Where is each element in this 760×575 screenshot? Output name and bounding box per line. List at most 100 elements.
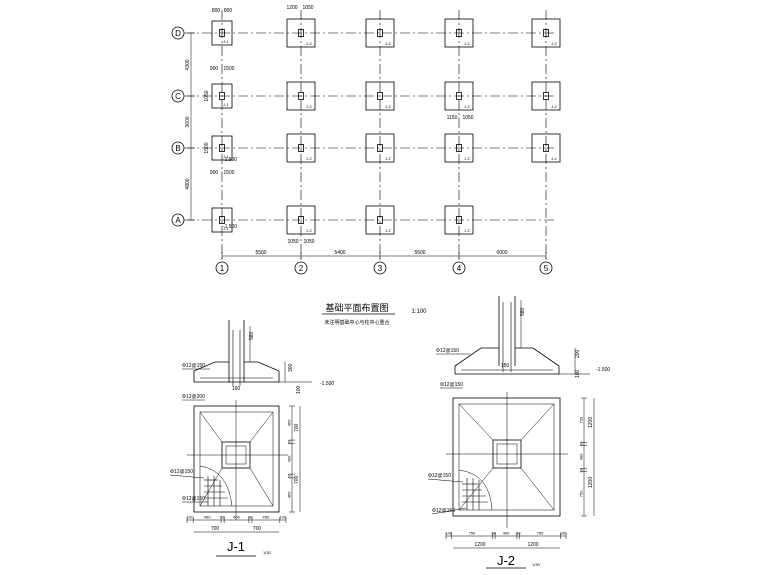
dim-label: 50 (516, 531, 521, 536)
footing-outline (531, 18, 561, 48)
footing-type-label: J-1 (223, 154, 229, 159)
j2-rebar-label: Φ12@150 (428, 473, 451, 479)
footing-outline (444, 205, 474, 235)
footing-type-label: J-2 (385, 104, 391, 109)
j2-dim: 150 (501, 363, 510, 369)
footing-outline (365, 81, 395, 111)
footing-outline (531, 133, 561, 163)
footing-dim: 1500 (204, 142, 210, 153)
j2-dim: 1200 (588, 417, 594, 428)
footing-outline (211, 135, 233, 161)
dim-label: 50 (492, 531, 497, 536)
footing-type-label: J-2 (464, 228, 470, 233)
j1-section: -1.500 580 300 100 160 Φ12@150 Φ12@200 (182, 320, 334, 401)
j2-rebar-label: Φ12@150 (440, 382, 463, 388)
dim-label: 450 (263, 515, 270, 520)
row-axis-label: C (175, 92, 181, 101)
row-axis-d: D (171, 26, 185, 40)
column-outline (456, 92, 462, 100)
footing-type-label: J-2 (464, 104, 470, 109)
footing-type-label: J-2 (306, 41, 312, 46)
dim-label: 50 (248, 515, 253, 520)
row-axis-a: A (171, 213, 185, 227)
column-outline (298, 92, 304, 100)
column-outline (377, 29, 383, 37)
col-axis-label: 4 (457, 264, 462, 273)
span-dim: 5500 (255, 250, 266, 256)
footing-type-label: J-1 (223, 102, 229, 107)
footing-dim: 1200 (286, 5, 297, 11)
span-dim: 3600 (185, 116, 191, 127)
dim-label: 400 (579, 453, 584, 460)
column-outline (377, 92, 383, 100)
col-axis-4: 4 (452, 261, 466, 275)
footing-dim: 1150 (447, 115, 458, 121)
col-axis-label: 1 (220, 264, 225, 273)
row-axis-c: C (171, 89, 185, 103)
col-axis-label: 3 (378, 264, 383, 273)
footing-outline (444, 18, 474, 48)
footing-type-label: J-1 (223, 226, 229, 231)
row-axis-b: B (171, 141, 185, 155)
footing-type-label: J-2 (551, 104, 557, 109)
footing-type-label: J-2 (464, 41, 470, 46)
col-axis-label: 2 (299, 264, 304, 273)
span-dim: 4300 (185, 59, 191, 70)
dim-label: 400 (287, 455, 292, 462)
j1-dim: 700 (253, 526, 262, 532)
j1-dim: 100 (296, 385, 302, 394)
col-axis-1: 1 (215, 261, 229, 275)
column-outline (456, 144, 462, 152)
elevation-mark: -1.500 (223, 157, 237, 163)
row-axis-label: B (175, 144, 180, 153)
dim-label: 50 (287, 439, 292, 444)
j2-dim: 100 (575, 369, 581, 378)
col-axis-label: 5 (544, 264, 549, 273)
footing-type-label: J-2 (385, 228, 391, 233)
dim-label: 400 (233, 515, 240, 520)
dim-label: 750 (469, 531, 476, 536)
column-outline (298, 29, 304, 37)
plan-note: 未注明基础中心与柱中心重合 (324, 319, 389, 326)
footing-type-label: J-2 (306, 104, 312, 109)
plan-left-dimension: 4300 3600 4800 (185, 32, 195, 221)
dim-label: 50 (579, 467, 584, 472)
row-axis-label: A (175, 216, 181, 225)
footing-dim: 1050 (462, 115, 473, 121)
j2-dim: 1200 (527, 542, 538, 548)
j2-elevation: -1.500 (596, 367, 610, 373)
footing-dim: 1050 (287, 239, 298, 245)
footing-dim: 900 (210, 66, 219, 72)
footing-outline (211, 207, 233, 233)
col-axis-5: 5 (539, 261, 553, 275)
footing-type-label: J-2 (551, 41, 557, 46)
plan-title-block: 基础平面布置图 1:100 未注明基础中心与柱中心重合 (322, 302, 427, 326)
dim-label: 450 (287, 419, 292, 426)
footing-type-label: J-1 (223, 39, 229, 44)
j1-rebar-label: Φ12@150 (182, 363, 205, 369)
footing-outline (211, 20, 233, 46)
j2-section: -1.500 580 200 100 150 Φ12@150 Φ12@150 (436, 296, 610, 389)
j2-scale: 1/30 (532, 562, 541, 567)
footing-dim: 900 (210, 170, 219, 176)
footing-outline (211, 83, 233, 109)
footing-outline (531, 81, 561, 111)
dim-label: 450 (287, 491, 292, 498)
dim-label: 50 (579, 441, 584, 446)
plan-title: 基础平面布置图 (325, 302, 388, 313)
footing-outline (286, 18, 316, 48)
col-axis-3: 3 (373, 261, 387, 275)
footing-outline (286, 133, 316, 163)
footing-type-label: J-2 (306, 156, 312, 161)
footing-dim: 1500 (223, 170, 234, 176)
footing-dim: 1050 (302, 5, 313, 11)
j1-scale: 1/30 (263, 550, 272, 555)
j2-title: J-2 (497, 553, 515, 568)
footing-outline (286, 205, 316, 235)
